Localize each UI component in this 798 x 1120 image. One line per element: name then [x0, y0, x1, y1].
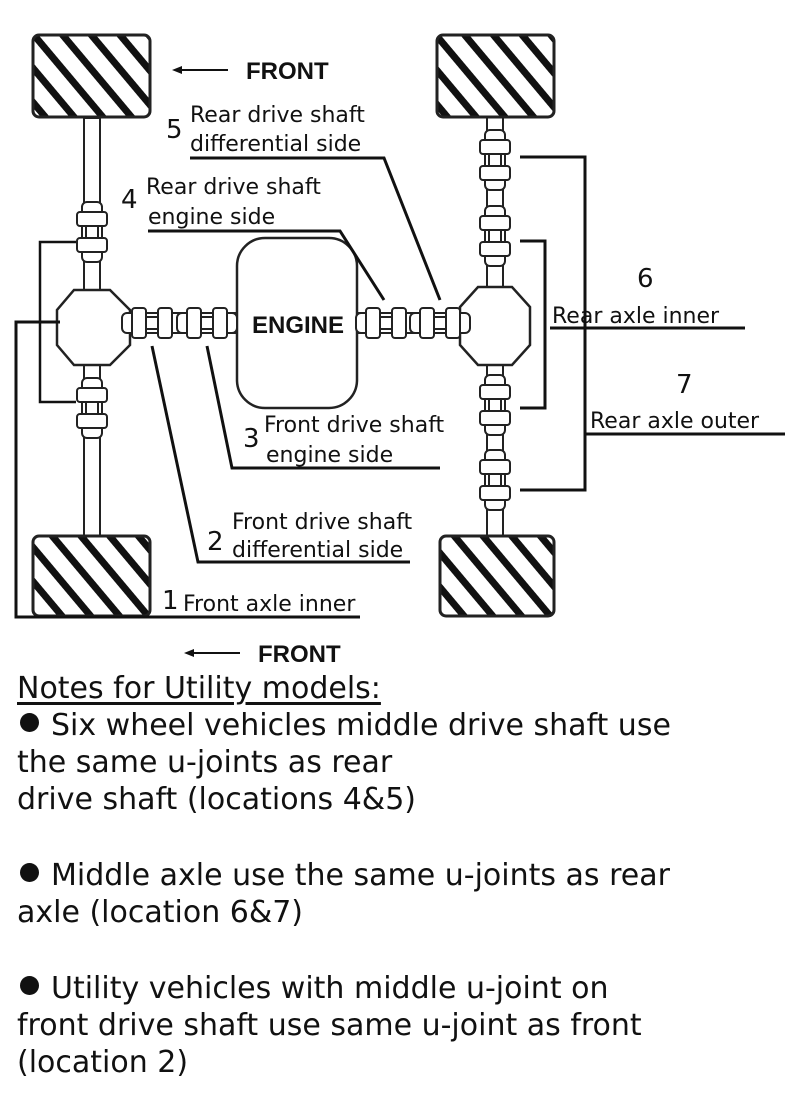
location-4: 4 Rear drive shaft engine side — [121, 175, 321, 230]
svg-text:Rear drive shaft: Rear drive shaft — [146, 175, 321, 200]
location-6: 6 Rear axle inner — [552, 264, 720, 329]
drivetrain-diagram: ENGINE FRONT FRONT — [14, 33, 785, 668]
bullet-icon — [20, 713, 39, 732]
svg-text:7: 7 — [676, 370, 693, 400]
svg-text:differential side: differential side — [232, 538, 403, 563]
svg-text:engine side: engine side — [148, 205, 275, 230]
svg-text:6: 6 — [637, 264, 654, 294]
location-1: 1 Front axle inner — [162, 586, 356, 617]
wheel-front-left — [31, 33, 152, 119]
note-item: Middle axle use the same u-joints as rea… — [17, 858, 670, 930]
u-joint-location-3 — [176, 307, 238, 339]
svg-text:Front axle inner: Front axle inner — [183, 592, 356, 617]
leader-lines — [14, 155, 785, 619]
notes-title: Notes for Utility models: — [17, 671, 381, 706]
u-joint-rear-lower-outer — [479, 449, 511, 511]
svg-text:3: 3 — [243, 424, 260, 454]
front-label-top: FRONT — [246, 58, 329, 85]
svg-text:Rear axle inner: Rear axle inner — [552, 304, 720, 329]
location-7: 7 Rear axle outer — [590, 370, 760, 434]
front-arrow-bottom: FRONT — [184, 641, 341, 668]
svg-text:2: 2 — [207, 527, 224, 557]
wheel-front-right — [31, 534, 152, 618]
location-3: 3 Front drive shaft engine side — [243, 413, 445, 468]
svg-text:differential side: differential side — [190, 132, 361, 157]
svg-text:Rear axle outer: Rear axle outer — [590, 409, 760, 434]
u-joint-location-4 — [355, 307, 417, 339]
svg-text:1: 1 — [162, 586, 179, 616]
bullet-icon — [20, 863, 39, 882]
u-joint-rear-lower-inner — [479, 374, 511, 436]
note-item: Six wheel vehicles middle drive shaft us… — [17, 708, 671, 817]
location-2: 2 Front drive shaft differential side — [207, 510, 413, 563]
u-joint-location-5 — [409, 307, 471, 339]
svg-text:4: 4 — [121, 185, 138, 215]
front-differential — [55, 288, 132, 367]
note-item: Utility vehicles with middle u-joint on … — [17, 971, 642, 1080]
svg-text:Rear drive shaft: Rear drive shaft — [190, 103, 365, 128]
utility-notes: Notes for Utility models: Six wheel vehi… — [17, 670, 787, 1081]
u-joint-front-axle-lower — [76, 377, 108, 439]
bullet-icon — [20, 976, 39, 995]
front-label-bottom: FRONT — [258, 641, 341, 668]
wheel-rear-right — [438, 534, 556, 618]
svg-text:5: 5 — [166, 115, 183, 145]
svg-text:Front drive shaft: Front drive shaft — [232, 510, 413, 535]
location-5: 5 Rear drive shaft differential side — [166, 103, 365, 157]
u-joint-location-2 — [121, 307, 183, 339]
wheels — [31, 33, 556, 618]
u-joint-front-axle-upper — [76, 201, 108, 263]
engine-label: ENGINE — [252, 312, 344, 339]
front-arrow-top: FRONT — [172, 58, 329, 85]
wheel-rear-left — [435, 33, 556, 119]
svg-text:engine side: engine side — [266, 443, 393, 468]
svg-text:Front drive shaft: Front drive shaft — [264, 413, 445, 438]
u-joint-rear-upper-outer — [479, 129, 511, 191]
u-joint-rear-upper-inner — [479, 205, 511, 267]
